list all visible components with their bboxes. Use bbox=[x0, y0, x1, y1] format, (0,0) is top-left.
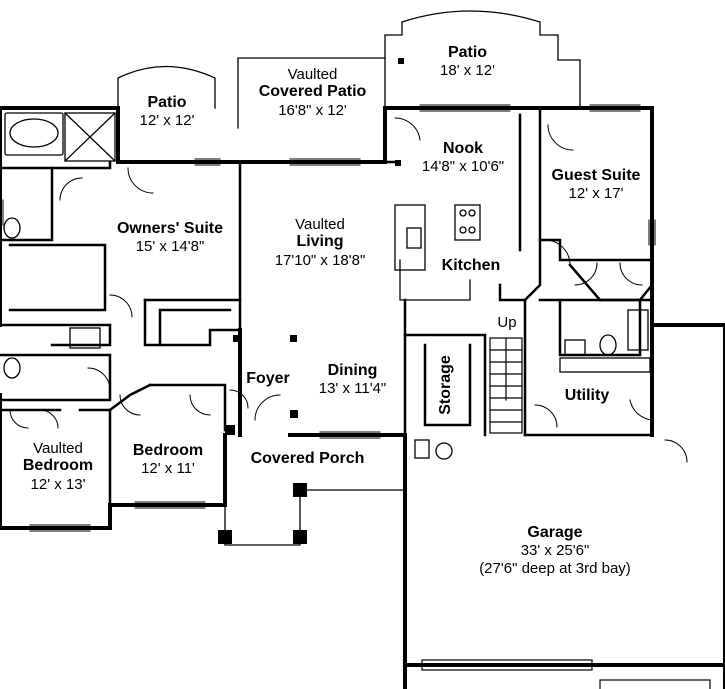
nook-label: Nook 14'8" x 10'6" bbox=[421, 140, 505, 176]
covered-patio-label: Vaulted Covered Patio 16'8" x 12' bbox=[258, 66, 367, 119]
bedroom-label: Bedroom 12' x 11' bbox=[132, 442, 204, 478]
garage-door-left bbox=[421, 659, 593, 671]
garage-walls bbox=[403, 323, 725, 689]
stairs-up-label: Up bbox=[497, 314, 517, 331]
fixtures bbox=[3, 112, 651, 460]
porch-posts bbox=[218, 58, 404, 544]
garage-label: Garage 33' x 25'6" (27'6" deep at 3rd ba… bbox=[479, 524, 631, 577]
storage-label: Storage bbox=[437, 355, 454, 415]
covered-porch-outline bbox=[224, 434, 406, 546]
covered-porch-label: Covered Porch bbox=[250, 450, 365, 467]
interior-walls bbox=[0, 106, 654, 507]
living-label: Vaulted Living 17'10" x 18'8" bbox=[274, 216, 366, 269]
kitchen-label: Kitchen bbox=[441, 257, 501, 274]
stairs bbox=[489, 337, 523, 434]
door-swings bbox=[9, 117, 688, 463]
garage-door-right bbox=[599, 679, 711, 689]
foyer-label: Foyer bbox=[246, 370, 290, 387]
guest-suite-label: Guest Suite 12' x 17' bbox=[551, 167, 641, 203]
owners-suite-label: Owners' Suite 15' x 14'8" bbox=[116, 220, 224, 256]
vaulted-bedroom-label: Vaulted Bedroom 12' x 13' bbox=[22, 440, 94, 493]
dining-label: Dining 13' x 11'4" bbox=[318, 362, 387, 398]
patio-outlines bbox=[117, 10, 581, 129]
utility-label: Utility bbox=[564, 387, 610, 404]
windows bbox=[2, 104, 656, 532]
patio-left-label: Patio 12' x 12' bbox=[139, 94, 195, 130]
patio-right-label: Patio 18' x 12' bbox=[440, 44, 495, 80]
